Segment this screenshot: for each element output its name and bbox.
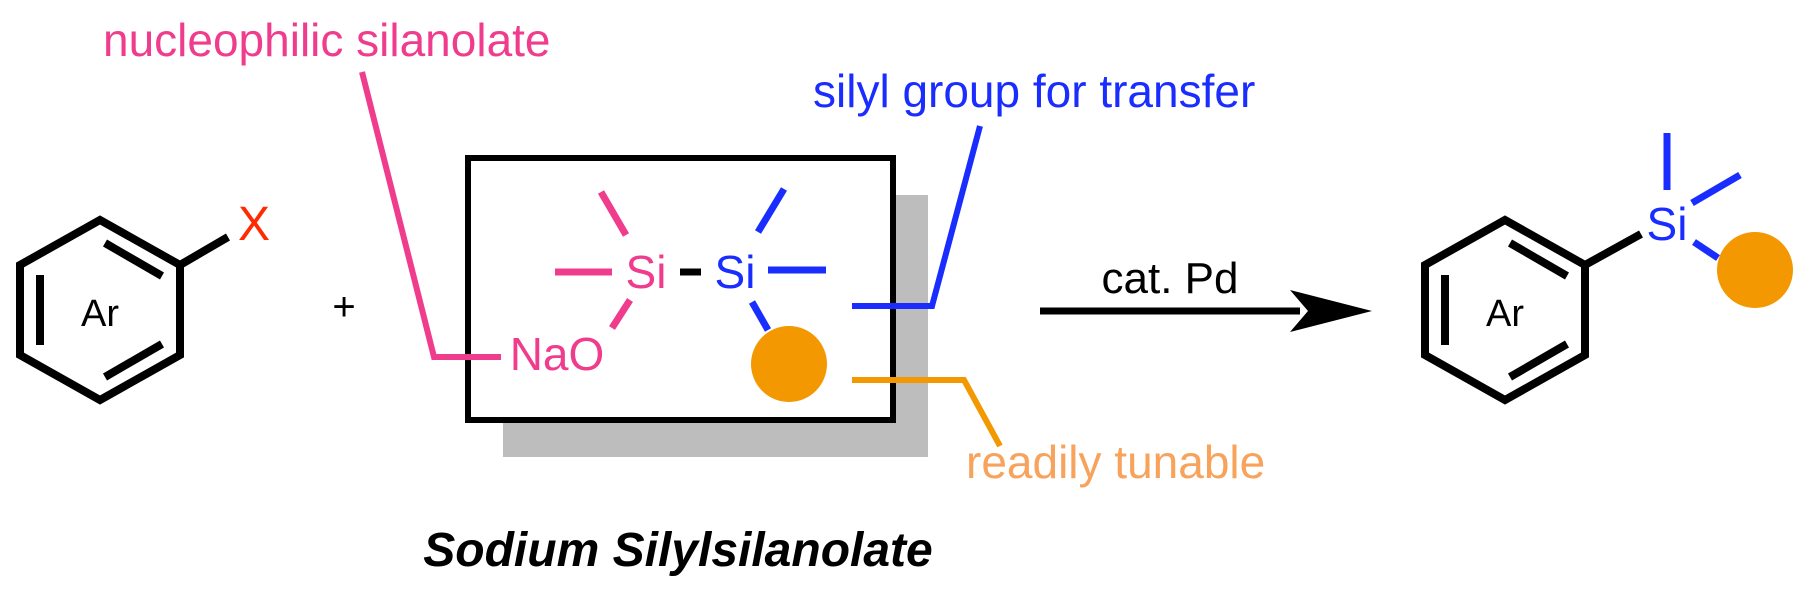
product-ring-label-ar: Ar	[1486, 293, 1524, 335]
reagent-box-frame	[465, 155, 896, 423]
aryl-silane-product: Ar Si	[1421, 133, 1793, 405]
product-tunable-group-dot	[1717, 232, 1793, 308]
product-ring-double-bond-bottom	[1507, 340, 1570, 381]
leaving-group-x: X	[238, 198, 270, 251]
callout-nucleophilic: nucleophilic silanolate	[103, 14, 551, 360]
transfer-silyl: Si	[715, 187, 826, 332]
si-right-label: Si	[715, 246, 756, 298]
plus-sign: +	[332, 285, 355, 329]
tunable-group-dot	[751, 326, 827, 402]
callout-line-silyl	[852, 125, 983, 309]
reagent-name: Sodium Silylsilanolate	[423, 524, 932, 577]
aryl-halide-reactant: Ar X	[16, 198, 270, 405]
si-o-bond	[609, 298, 633, 330]
pink-methyl-up	[597, 190, 630, 237]
ring-double-bond-top	[102, 239, 165, 280]
product-methyl-right	[1690, 171, 1742, 207]
callout-line-nucleophilic	[359, 71, 501, 360]
callout-silyl-group: silyl group for transfer	[813, 65, 1255, 309]
c-si-bond	[1583, 230, 1643, 269]
callout-line-tunable	[852, 377, 1003, 448]
callout-text-nucleophilic: nucleophilic silanolate	[103, 14, 551, 66]
reaction-arrow: cat. Pd	[1040, 254, 1372, 332]
callout-text-silyl: silyl group for transfer	[813, 65, 1255, 117]
c-x-bond	[177, 233, 231, 269]
product-ring-double-bond-top	[1507, 239, 1570, 280]
arrow-head	[1290, 290, 1372, 332]
ring-label-ar: Ar	[81, 293, 119, 335]
callout-text-tunable: readily tunable	[966, 436, 1265, 488]
silanolate-silicon: Si NaO	[510, 190, 667, 380]
arrow-condition: cat. Pd	[1102, 254, 1239, 303]
si-left-label: Si	[626, 246, 667, 298]
ring-double-bond-bottom	[102, 340, 165, 381]
callout-tunable: readily tunable	[852, 377, 1265, 488]
blue-methyl-up	[755, 187, 787, 234]
product-si-label: Si	[1647, 198, 1688, 250]
blue-bond-to-group	[748, 300, 772, 332]
product-bond-to-group	[1692, 239, 1720, 261]
nao-label: NaO	[510, 328, 605, 380]
